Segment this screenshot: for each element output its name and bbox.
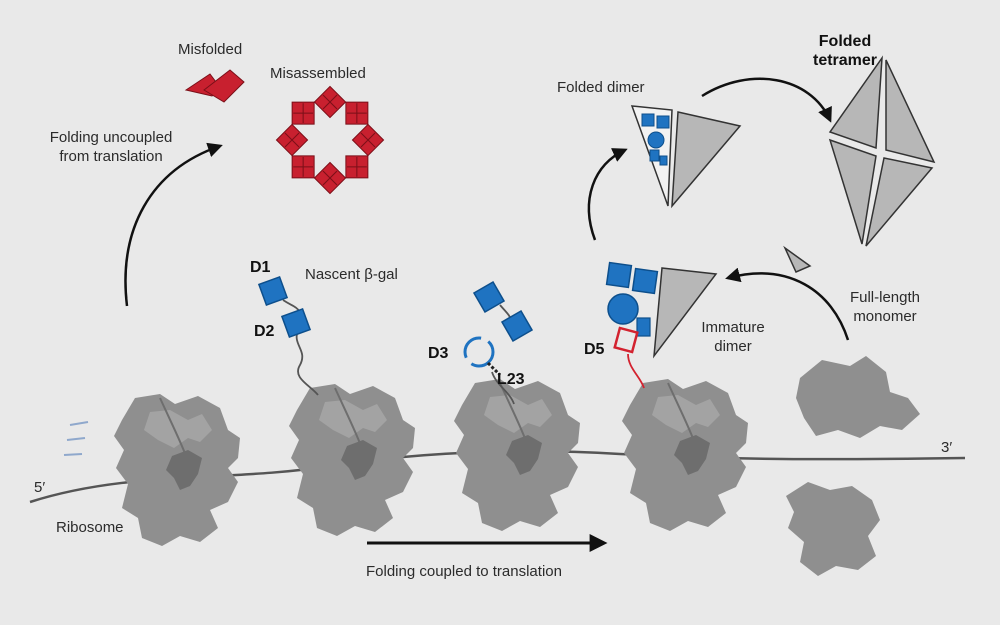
nascent-chain-2 (491, 371, 515, 405)
immature-dimer-partner (653, 267, 718, 359)
arrow-monomer-to-dimer (725, 267, 850, 341)
label-folding-uncoupled: Folding uncoupled from translation (16, 128, 206, 166)
label-folding-uncoupled-line2: from translation (59, 148, 163, 165)
domain-d2-b (500, 309, 534, 343)
full-length-monomer (783, 245, 812, 273)
label-nascent: Nascent β-gal (305, 266, 398, 283)
label-folding-coupled: Folding coupled to translation (366, 563, 562, 580)
label-three-prime: 3′ (941, 439, 953, 456)
nascent-chain-1 (295, 329, 319, 396)
domain-d1 (257, 275, 289, 307)
label-d3: D3 (428, 345, 449, 362)
folded-dimer-domain-3 (647, 131, 665, 149)
folded-dimer-domain-5 (659, 155, 668, 166)
ribosome-1 (113, 393, 241, 547)
label-misassembled: Misassembled (270, 65, 366, 82)
label-ribosome: Ribosome (56, 519, 124, 536)
folded-dimer-domain-1 (641, 113, 655, 127)
domain-d2 (280, 307, 312, 339)
ribosome-subunit-large (796, 356, 920, 438)
misfolded-protein (184, 69, 245, 103)
arrow-to-tetramer (701, 77, 832, 123)
label-d5: D5 (584, 341, 605, 358)
label-d2: D2 (254, 323, 275, 340)
domain-d3-partial (463, 336, 495, 368)
label-folded-tetramer-line2: tetramer (812, 52, 878, 69)
motion-lines (63, 421, 89, 456)
ribosome-4 (621, 378, 749, 532)
domain-d1-b (472, 280, 506, 314)
l23-contact (486, 361, 502, 377)
domain-d5 (613, 326, 639, 354)
domain-immature-2 (631, 267, 659, 295)
domain-immature-3 (607, 293, 639, 325)
label-full-length-monomer: Full-length monomer (830, 288, 940, 326)
ribosome-subunit-small (786, 482, 880, 576)
label-immature-dimer: Immature dimer (688, 318, 778, 356)
nascent-chain-4 (627, 353, 645, 389)
label-immature-dimer-line2: dimer (714, 338, 752, 355)
label-folded-dimer: Folded dimer (557, 79, 645, 96)
folded-dimer-domain-2 (656, 115, 670, 129)
label-folded-tetramer-line1: Folded (818, 33, 872, 50)
arrow-to-folded-dimer (587, 148, 628, 241)
label-d1: D1 (250, 259, 271, 276)
folded-dimer-right (671, 111, 742, 209)
label-full-length-monomer-line1: Full-length (849, 289, 921, 306)
misassembled-protein (275, 85, 385, 195)
label-immature-dimer-line1: Immature (701, 319, 765, 336)
label-full-length-monomer-line2: monomer (853, 308, 917, 325)
label-folded-tetramer: Folded tetramer (800, 32, 890, 70)
label-l23: L23 (497, 371, 525, 388)
folded-dimer-domain-4 (649, 149, 660, 162)
ribosome-2 (288, 383, 416, 537)
ribosome-3 (453, 378, 581, 532)
domain-immature-4 (636, 317, 651, 337)
label-misfolded: Misfolded (178, 41, 243, 58)
label-folding-uncoupled-line1: Folding uncoupled (49, 129, 173, 146)
label-five-prime: 5′ (34, 479, 46, 496)
domain-immature-1 (605, 261, 633, 289)
folded-tetramer (828, 55, 936, 247)
arrow-uncoupled (124, 142, 223, 307)
